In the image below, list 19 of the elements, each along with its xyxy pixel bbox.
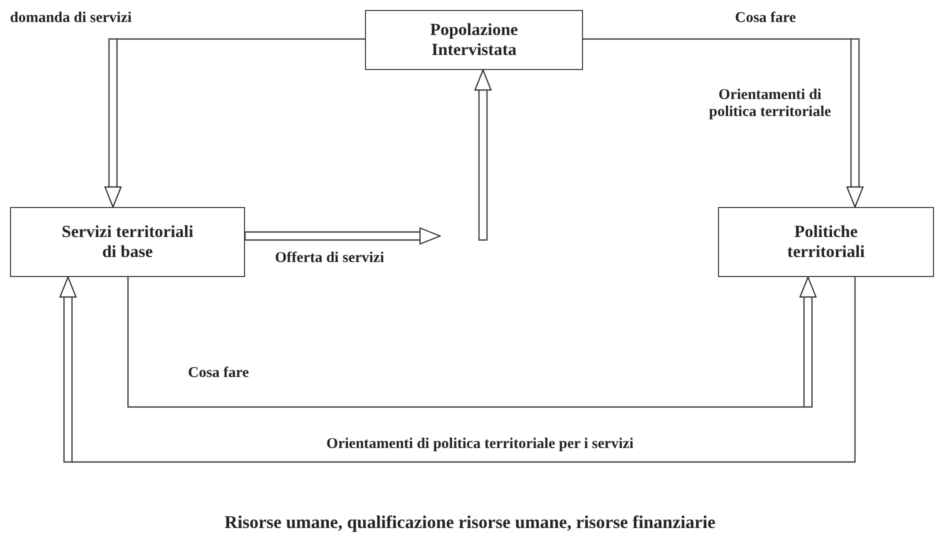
edge-label: Offerta di servizi — [275, 250, 384, 268]
process-box — [10, 207, 245, 277]
node-label: Servizi territoriali di base — [60, 222, 194, 262]
arrow — [127, 276, 817, 408]
node-label: Politiche territoriali — [786, 222, 866, 262]
edge-label: Cosa fare — [735, 10, 796, 28]
arrow — [104, 38, 366, 208]
process-box — [718, 207, 934, 277]
edge-label: domanda di servizi — [10, 10, 132, 28]
edge-label: Cosa fare — [188, 365, 249, 382]
arrow — [59, 276, 856, 463]
note-text: Orientamenti di politica territoriale per i servizi — [325, 436, 635, 454]
edge-label: Risorse umane, qualificazione risorse umane, risorse finanziarie — [224, 512, 716, 533]
arrow — [582, 38, 864, 208]
process-box — [365, 10, 583, 70]
arrow — [474, 69, 492, 241]
note-text: Orientamenti di politica territoriale — [708, 87, 832, 122]
node-label: Popolazione Intervistata — [429, 20, 519, 60]
arrow — [244, 227, 441, 245]
